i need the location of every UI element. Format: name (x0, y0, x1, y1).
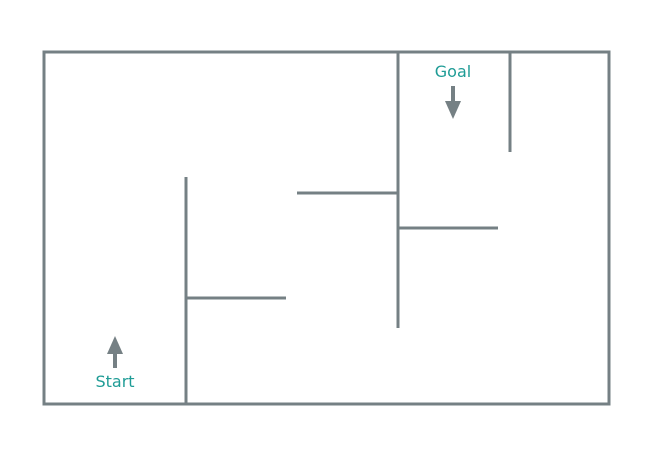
goal-marker: Goal (435, 62, 471, 119)
outer-wall (42, 50, 611, 406)
goal-label: Goal (435, 62, 471, 81)
arrow-up-icon (107, 336, 123, 368)
arrow-down-icon (445, 86, 461, 119)
maze-walls (42, 50, 611, 406)
start-marker: Start (95, 336, 135, 391)
start-label: Start (95, 372, 134, 391)
